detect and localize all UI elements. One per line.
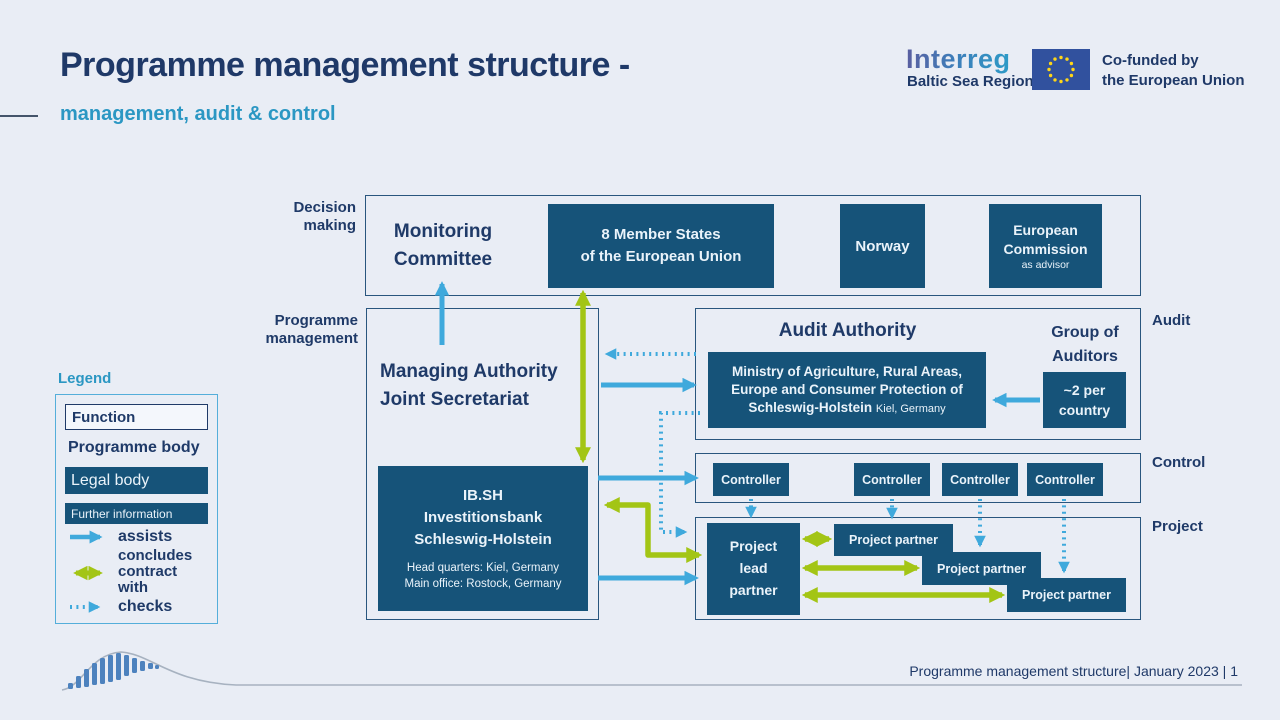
legend-further-info-box: Further information [65,503,208,524]
page-title: Programme management structure - [60,46,630,84]
group-of-auditors-title: Group of Auditors [1051,324,1119,365]
interreg-region-label: Baltic Sea Region [907,73,1034,90]
norway-box: Norway [840,204,925,288]
european-commission-box: European Commission as advisor [989,204,1102,288]
per-country-box: ~2 per country [1043,372,1126,428]
legend-title: Legend [58,370,112,387]
monitoring-committee-label: Monitoring Committee [393,221,493,270]
ibsh-details: Head quarters: Kiel, Germany Main office… [404,561,562,590]
managing-authority-label: Managing Authority Joint Secretariat [380,361,558,410]
project-partner-box: Project partner [834,524,953,556]
audit-container [695,308,1141,440]
footer-text: Programme management structure| January … [909,663,1238,679]
row-label-programme-management: Programme management [265,312,358,348]
european-commission-label: European Commission [1003,222,1088,257]
audit-authority-title: Audit Authority [778,320,917,341]
controller-box: Controller [1027,463,1103,496]
member-states-box: 8 Member States of the European Union [548,204,774,288]
legend-box [55,394,218,624]
project-partner-box: Project partner [1007,578,1126,612]
row-label-control: Control [1152,454,1206,471]
row-label-decision-making: Decision making [293,199,356,235]
legend-checks-label: checks [118,598,173,615]
legend-assists-label: assists [118,528,173,545]
page-subtitle: management, audit & control [60,103,336,125]
title-dash-line [0,115,38,117]
ministry-location: Kiel, Germany [875,403,946,416]
row-label-audit: Audit [1152,312,1191,329]
controller-box: Controller [713,463,789,496]
legend-function-box: Function [65,404,208,430]
ministry-box: Ministry of Agriculture, Rural Areas, Eu… [708,352,986,428]
legend-programme-body-label: Programme body [68,439,200,456]
cofunded-label: Co-funded by the European Union [1102,52,1245,89]
interreg-logo: Interreg [906,44,1011,74]
row-label-project: Project [1152,518,1203,535]
ministry-label: Ministry of Agriculture, Rural Areas, Eu… [731,363,963,416]
decision-making-container [365,195,1141,296]
ibsh-name: IB.SH Investitionsbank Schleswig-Holstei… [414,487,552,548]
contract-arrow-ibsh-project-lead [603,497,703,563]
project-lead-partner-box: Project lead partner [707,523,800,615]
ibsh-box: IB.SH Investitionsbank Schleswig-Holstei… [378,466,588,611]
legend-legal-body-box: Legal body [65,467,208,494]
programme-management-container [366,308,599,620]
controller-box: Controller [942,463,1018,496]
european-commission-note: as advisor [1021,258,1070,271]
legend-concludes-label: concludes contract with [118,547,193,597]
controller-box: Controller [854,463,930,496]
project-container [695,517,1141,620]
